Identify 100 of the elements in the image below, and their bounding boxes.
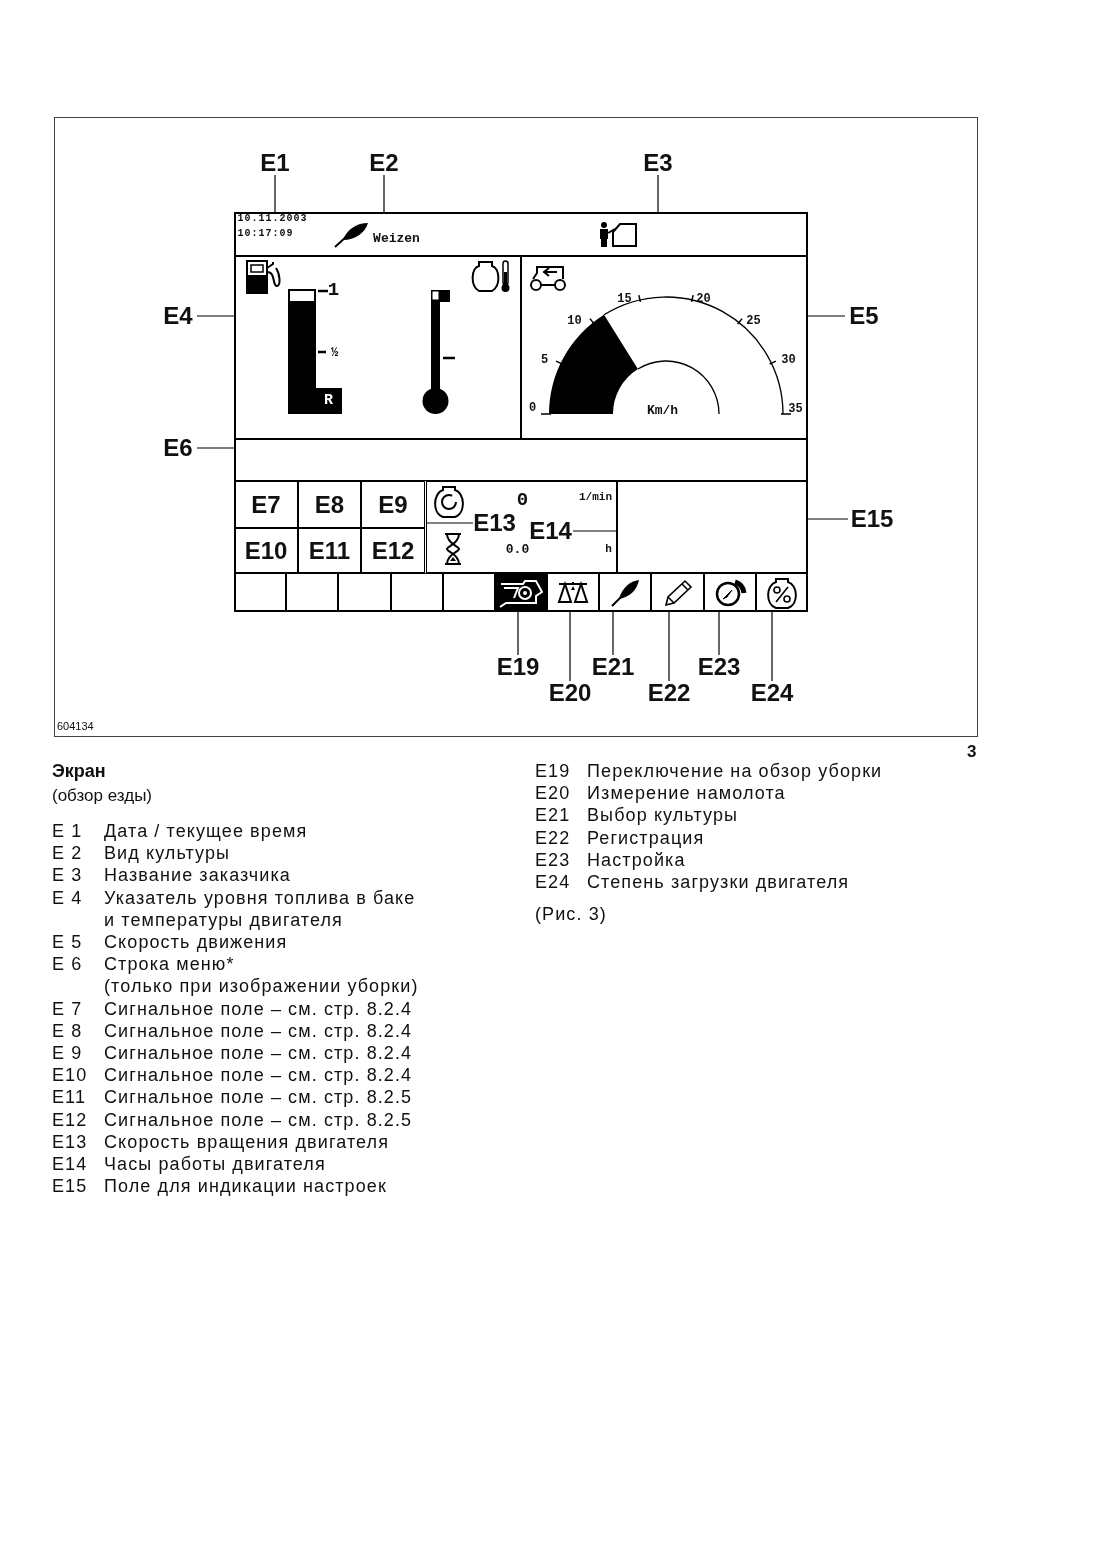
- callout-number: E8: [314, 492, 345, 517]
- item-key: E15: [52, 1175, 104, 1198]
- time-text: 10:17:09: [237, 228, 294, 239]
- item-description: Переключение на обзор уборки: [587, 760, 884, 783]
- empty-key: [286, 573, 339, 612]
- item-description: Поле для индикации настроек: [104, 1175, 388, 1198]
- leader-line: [807, 518, 849, 520]
- callout-number: E4: [159, 304, 197, 328]
- signal-field: [298, 528, 361, 573]
- signal-field: [234, 481, 298, 528]
- callout-number: E9: [378, 492, 408, 517]
- item-key: E 9: [52, 1042, 104, 1065]
- callout-number: E2: [365, 151, 403, 175]
- hours-value: 0.0: [505, 542, 530, 555]
- item-description: Выбор культуры: [587, 804, 740, 827]
- leader-line: [668, 611, 670, 682]
- speed-tick: 5: [540, 353, 549, 366]
- item-description: Измерение намолота: [587, 782, 787, 805]
- item-description: Указатель уровня топлива в баке и температуры двигателя: [104, 886, 417, 931]
- leader-line: [612, 611, 614, 656]
- empty-key: [234, 573, 287, 612]
- leader-line: [807, 315, 846, 317]
- callout-number: E24: [748, 681, 796, 705]
- item-description: Настройка: [587, 848, 687, 871]
- subheading: (обзор езды): [52, 786, 153, 807]
- speed-tick: 0: [528, 401, 537, 414]
- status-bar: [234, 212, 808, 256]
- callout-number: E15: [848, 507, 896, 531]
- callout-number: E22: [645, 681, 693, 705]
- softkey: [703, 573, 756, 612]
- speed-tick: 25: [746, 314, 761, 327]
- scale-mark: ½: [330, 346, 339, 359]
- callout-number: E19: [494, 655, 542, 679]
- reserve-mark: R: [315, 387, 342, 414]
- item-description: Сигнальное поле – см. стр. 8.2.4: [104, 1064, 414, 1087]
- callout-number: E11: [308, 538, 351, 563]
- engine-panel: [426, 481, 617, 573]
- signal-field: [361, 481, 425, 528]
- leader-line: [425, 522, 474, 524]
- item-description: Вид культуры: [104, 842, 232, 865]
- item-key: E23: [535, 848, 587, 871]
- item-description: Скорость вращения двигателя: [104, 1130, 390, 1154]
- softkey: [755, 573, 808, 612]
- item-description: Дата / текущее время: [104, 820, 309, 843]
- rpm-value: 0: [516, 490, 529, 509]
- callout-number: E10: [244, 538, 288, 563]
- leader-line: [718, 611, 720, 656]
- item-description: (только при изображении уборки): [104, 975, 420, 998]
- empty-key: [338, 573, 391, 612]
- speed-tick: 20: [696, 292, 711, 305]
- date-text: 10.11.2003: [237, 213, 308, 224]
- page-number: 3: [967, 742, 977, 763]
- leader-line: [383, 174, 385, 213]
- item-description: Сигнальное поле – см. стр. 8.2.5: [104, 1108, 414, 1131]
- item-key: E11: [52, 1086, 104, 1109]
- leader-line: [657, 174, 659, 213]
- item-description: Сигнальное поле – см. стр. 8.2.5: [104, 1086, 414, 1109]
- signal-field: [361, 528, 425, 573]
- gauge-panel: [234, 256, 521, 439]
- item-key: E 4: [52, 886, 104, 931]
- item-description: Степень загрузки двигателя: [587, 871, 851, 894]
- item-key: E 8: [52, 1019, 104, 1043]
- item-description: Скорость движения: [104, 931, 289, 954]
- callout-number: E23: [695, 655, 743, 679]
- item-key: E 5: [52, 931, 104, 954]
- speed-tick: 10: [567, 314, 582, 327]
- softkey: [651, 573, 704, 612]
- callout-number: E12: [371, 538, 415, 563]
- item-key: E21: [535, 804, 587, 827]
- item-key: E24: [535, 871, 587, 894]
- leader-line: [569, 611, 571, 682]
- item-key: E 1: [52, 820, 104, 843]
- item-key: E10: [52, 1064, 104, 1087]
- item-description: Регистрация: [587, 826, 706, 849]
- callout-number: E21: [589, 655, 637, 679]
- item-key: E20: [535, 782, 587, 805]
- leader-line: [517, 611, 519, 656]
- callout-number: E1: [258, 151, 292, 175]
- item-description: Сигнальное поле – см. стр. 8.2.4: [104, 1019, 414, 1043]
- item-description: Сигнальное поле – см. стр. 8.2.4: [104, 997, 414, 1020]
- speed-tick: 35: [788, 402, 803, 415]
- leader-line: [196, 315, 235, 317]
- callout-number: E7: [251, 492, 281, 517]
- item-key: E 7: [52, 997, 104, 1020]
- callout-number: E6: [159, 436, 197, 460]
- callout-number: E5: [845, 304, 883, 328]
- item-description: Строка меню*: [104, 953, 236, 976]
- speed-tick: 30: [781, 353, 796, 366]
- leader-line: [771, 611, 773, 682]
- item-key: E12: [52, 1108, 104, 1131]
- figure-reference: (Рис. 3): [535, 903, 608, 926]
- item-key: E22: [535, 826, 587, 849]
- heading: Экран: [52, 761, 106, 783]
- unit-text: Km/h: [646, 403, 679, 416]
- callout-number: E14: [528, 518, 573, 543]
- softkey: [547, 573, 600, 612]
- callout-number: E13: [472, 510, 517, 535]
- callout-number: E3: [639, 151, 677, 175]
- signal-field: [234, 528, 298, 573]
- empty-key: [390, 573, 443, 612]
